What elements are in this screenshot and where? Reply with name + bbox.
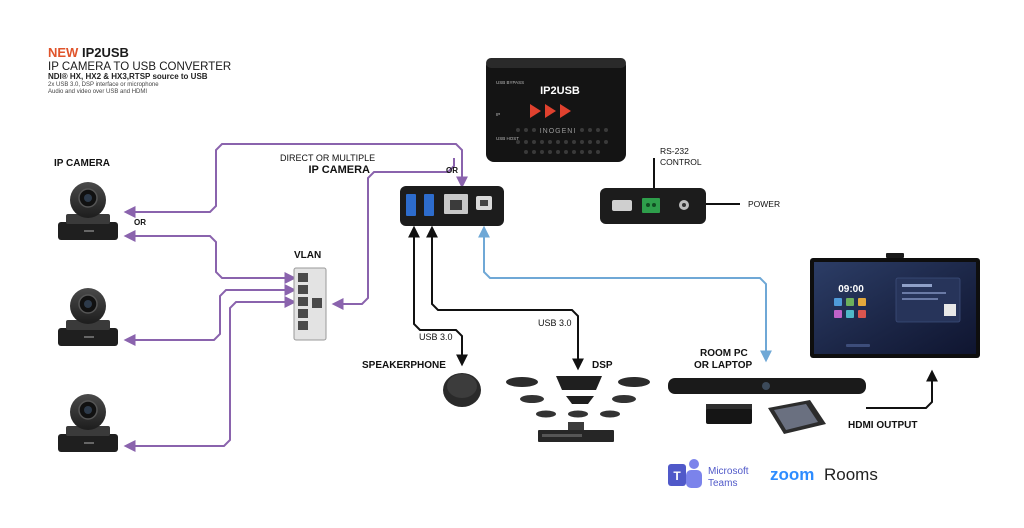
zoom-rooms-logo: zoom Rooms (770, 465, 878, 484)
play-icon (530, 104, 541, 118)
vlan-label: VLAN (294, 250, 322, 261)
link-direct-camera (123, 143, 468, 218)
link-camera1-vlan (123, 230, 297, 284)
dsp-speaker (566, 396, 594, 404)
vlan-switch (293, 267, 327, 341)
teams-line1: Microsoft (708, 466, 749, 477)
teams-line2: Teams (708, 478, 737, 489)
table-mic (568, 410, 588, 418)
switch-port (298, 297, 308, 306)
link-speakerphone (408, 225, 468, 367)
usb-label-dsp: USB 3.0 (538, 318, 572, 328)
dsp-speaker (556, 376, 602, 390)
teams-icon (668, 464, 686, 486)
device-top-label: IP2USB (540, 85, 580, 97)
purple-connections (123, 143, 468, 452)
new-badge: NEW (48, 45, 79, 60)
link-vlan-uplink (331, 158, 455, 310)
device-brand: INOGENI (540, 128, 577, 135)
switch-port (298, 321, 308, 330)
usb-port (406, 194, 416, 216)
ip-camera (58, 394, 118, 452)
switch-uplink-port (312, 298, 322, 308)
link-room-pc (478, 225, 772, 363)
display-clock: 09:00 (838, 284, 864, 295)
zoom-word: zoom (770, 465, 814, 484)
table-mic (520, 395, 544, 403)
table-mic (536, 410, 556, 418)
header-line3: Audio and video over USB and HDMI (48, 89, 148, 96)
ceiling-mic (618, 377, 650, 387)
app-tiles (834, 298, 866, 318)
zoom-rooms-word: Rooms (824, 465, 878, 484)
svg-text:T: T (673, 469, 681, 483)
meeting-display: 09:00 (810, 253, 980, 358)
device-usb-bypass: USB BYPASS (496, 80, 524, 85)
table-mic (600, 410, 620, 418)
device-body (486, 58, 626, 162)
hdmi-output-label: HDMI OUTPUT (848, 420, 918, 431)
display-camera (886, 253, 904, 258)
vent-holes (516, 128, 608, 154)
room-pc-devices (668, 378, 866, 434)
ip-camera (58, 288, 118, 346)
usb-port (424, 194, 434, 216)
device-ip: IP (496, 112, 500, 117)
switch-port (298, 285, 308, 294)
ip2usb-front-panel (400, 186, 504, 226)
usb-label-speakerphone: USB 3.0 (419, 332, 453, 342)
header-subtitle: IP CAMERA TO USB CONVERTER (48, 60, 232, 73)
play-icon (545, 104, 556, 118)
ip2usb-device-render: IP2USB USB BYPASS IP USB HOST INOGENI (486, 58, 626, 162)
direct-label-line1: DIRECT OR MULTIPLE (280, 153, 376, 163)
header-features: NDI® HX, HX2 & HX3,RTSP source to USB (48, 72, 208, 82)
device-usb-host: USB HOST (496, 136, 519, 141)
product-name: IP2USB (81, 45, 129, 60)
rs232-label-line2: CONTROL (660, 157, 702, 167)
link-camera3-vlan (123, 296, 297, 452)
link-camera2-vlan (123, 284, 297, 346)
dsp-devices (506, 376, 650, 442)
ip-camera (58, 182, 118, 240)
room-pc-label-line1: ROOM PC (700, 348, 748, 359)
or-top-label: OR (446, 166, 458, 175)
speakerphone-device (443, 373, 481, 407)
ip-camera-label: IP CAMERA (54, 158, 110, 169)
switch-port (298, 309, 308, 318)
speakerphone-label: SPEAKERPHONE (362, 360, 446, 371)
link-dsp (426, 225, 584, 371)
play-icon (560, 104, 571, 118)
ip2usb-rear-panel (600, 188, 706, 224)
table-mic (612, 395, 636, 403)
dsp-label: DSP (592, 360, 613, 371)
switch-port (298, 273, 308, 282)
room-pc-box (706, 408, 752, 424)
ceiling-mic (506, 377, 538, 387)
rs232-label-line1: RS-232 (660, 146, 689, 156)
hdmi-port (612, 200, 632, 211)
header-title: NEW IP2USB (48, 45, 231, 61)
microsoft-teams-logo: T Microsoft Teams (668, 459, 749, 489)
room-pc-label-line2: OR LAPTOP (694, 360, 753, 371)
or-left-label: OR (134, 218, 146, 227)
serial-terminal (642, 198, 660, 213)
power-label: POWER (748, 199, 781, 209)
header-block: NEW IP2USB IP CAMERA TO USB CONVERTER ND… (48, 45, 232, 96)
direct-label-line2: IP CAMERA (308, 164, 370, 176)
link-hdmi (866, 369, 938, 409)
header-line2: 2x USB 3.0, DSP interface or microphone (48, 82, 159, 89)
